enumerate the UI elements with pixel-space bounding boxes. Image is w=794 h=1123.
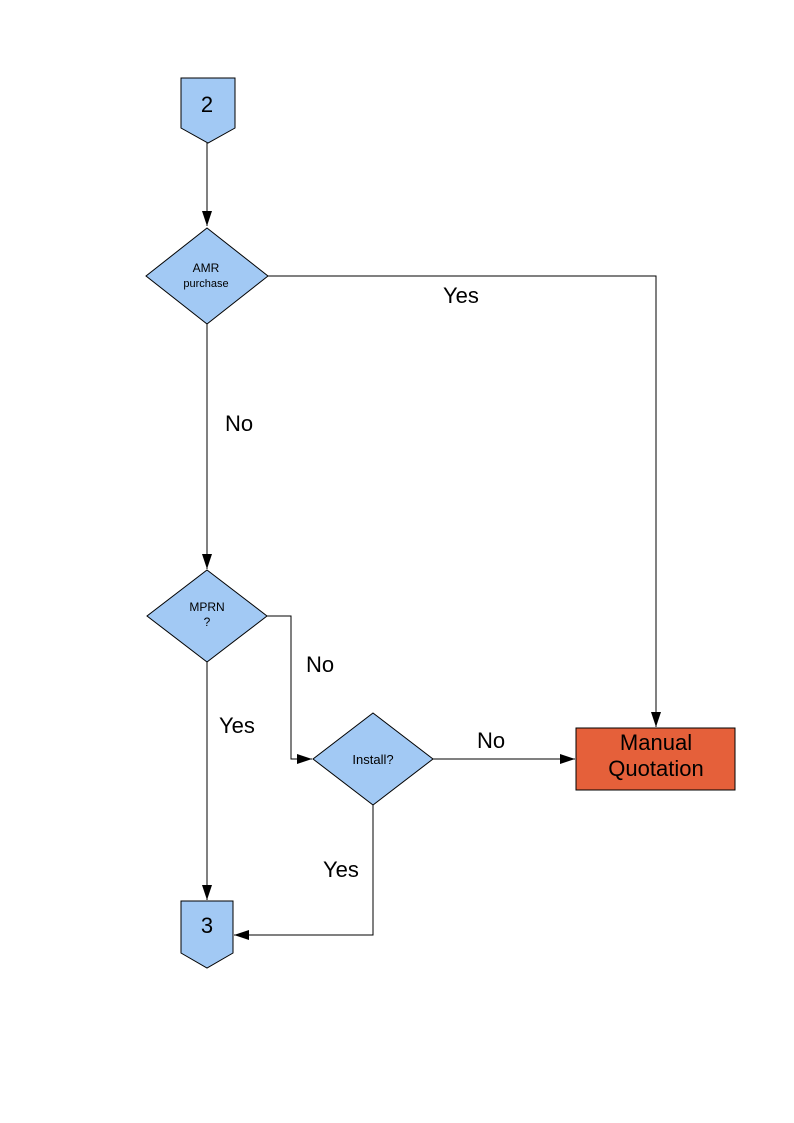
edge-label-mprn-yes: Yes: [219, 713, 255, 738]
decision-mprn: [146, 569, 268, 663]
process-manual-quotation: [575, 727, 736, 791]
offpage-connector-3: [180, 900, 234, 969]
edge-label-install-no: No: [477, 728, 505, 753]
edge-label-amr-no: No: [225, 411, 253, 436]
offpage-connector-3-label: 3: [201, 913, 213, 938]
decision-amr-label-line1: AMR: [193, 261, 220, 275]
edge-install-yes: [234, 805, 374, 940]
decision-mprn-label-line2: ?: [204, 615, 211, 629]
decision-amr-purchase: [145, 227, 269, 325]
edge-amr-yes: [268, 275, 661, 727]
edge-mprn-no: [267, 615, 312, 764]
process-manual-quotation-label-line2: Quotation: [608, 756, 703, 781]
decision-mprn-label-line1: MPRN: [189, 600, 224, 614]
decision-install: [312, 712, 434, 806]
decision-install-label: Install?: [352, 752, 393, 767]
edge-label-install-yes: Yes: [323, 857, 359, 882]
offpage-connector-2: [180, 77, 236, 144]
offpage-connector-2-label: 2: [201, 92, 213, 117]
process-manual-quotation-label-line1: Manual: [620, 730, 692, 755]
edge-label-amr-yes: Yes: [443, 283, 479, 308]
decision-amr-label-line2: purchase: [183, 278, 228, 290]
edge-label-mprn-no: No: [306, 652, 334, 677]
